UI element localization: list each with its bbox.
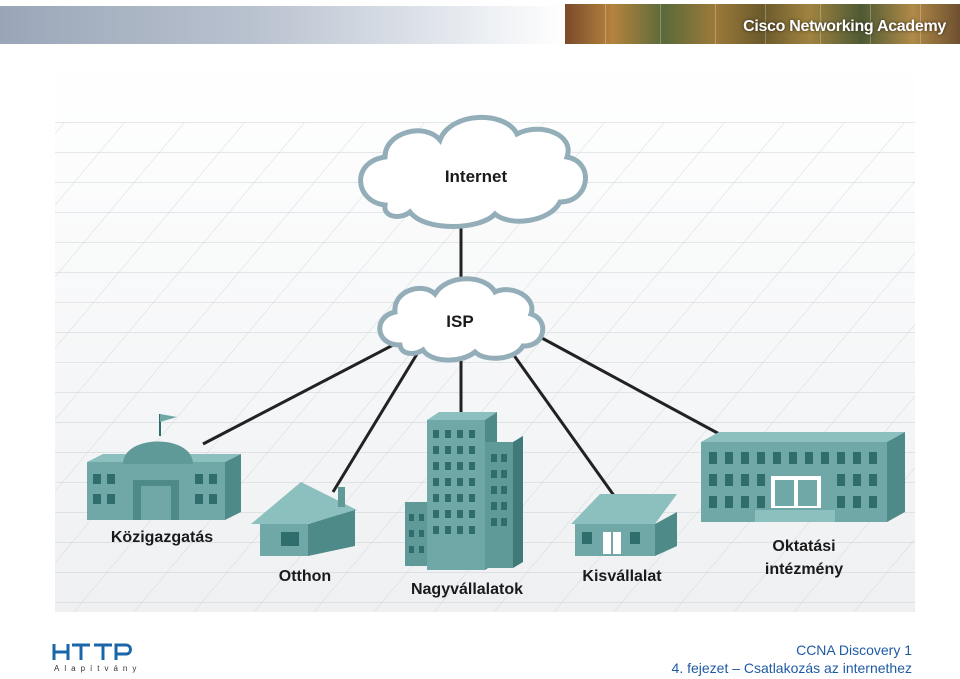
logo-subtitle: Alapítvány (54, 664, 142, 673)
network-diagram: Internet ISP Közigazgatás Otthon (55, 62, 915, 612)
isp-cloud (377, 276, 546, 363)
government-building-icon (87, 414, 241, 520)
home-label: Otthon (279, 568, 331, 585)
government-label: Közigazgatás (111, 529, 213, 546)
link-isp-education (539, 335, 724, 438)
internet-label: Internet (445, 167, 508, 186)
chapter-title: 4. fejezet – Csatlakozás az internethez (671, 660, 912, 676)
enterprise-label: Nagyvállalatok (411, 581, 523, 598)
small-business-icon (571, 494, 677, 556)
home-icon (251, 482, 357, 556)
isp-label: ISP (446, 312, 473, 331)
education-label-line2: intézmény (765, 561, 843, 578)
education-building-icon (701, 432, 905, 522)
enterprise-building-icon (405, 412, 523, 570)
links (202, 227, 724, 498)
http-logo-mark (52, 643, 132, 660)
brand-name: Cisco Networking Academy (743, 18, 946, 35)
link-isp-home (331, 353, 419, 493)
header-photo-strip: Cisco Networking Academy (565, 4, 960, 44)
small-business-label: Kisvállalat (582, 568, 662, 585)
http-foundation-logo: Alapítvány (52, 640, 142, 676)
header-bar (0, 6, 565, 44)
course-title: CCNA Discovery 1 (796, 642, 912, 658)
internet-cloud (358, 114, 588, 229)
education-label-line1: Oktatási (772, 538, 835, 555)
link-isp-government (202, 342, 396, 446)
link-isp-small-business (511, 353, 617, 498)
